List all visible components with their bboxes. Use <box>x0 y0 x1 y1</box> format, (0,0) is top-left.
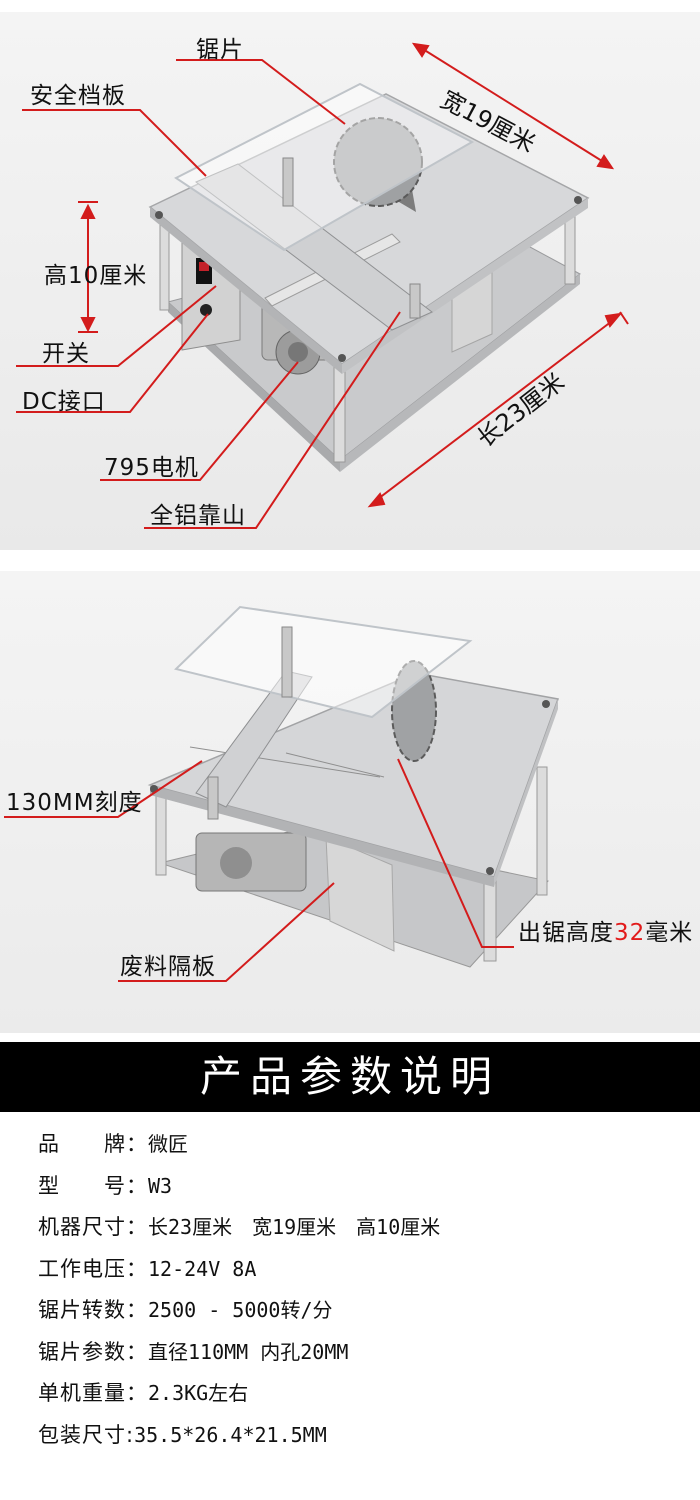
callout-lines-top <box>16 59 401 529</box>
spec-row-package-size: 包装尺寸:35.5*26.4*21.5MM <box>38 1422 327 1447</box>
spec-row-model: 型 号：W3 <box>38 1173 173 1198</box>
waste-divider-label: 废料隔板 <box>120 954 216 980</box>
safety-guard-label: 安全档板 <box>30 83 126 109</box>
spec-row-blade-params: 锯片参数：直径110MM 内孔20MM <box>38 1339 349 1364</box>
dc-port-label: DC接口 <box>22 389 106 415</box>
dimension-arrows-top <box>78 42 629 508</box>
cut-height-value: 32 <box>614 920 646 946</box>
scale-label: 130MM刻度 <box>6 790 143 816</box>
height-label: 高10厘米 <box>44 263 148 289</box>
fence-label: 全铝靠山 <box>150 503 246 529</box>
product-photo-top: 锯片 安全档板 高10厘米 开关 DC接口 795电机 全铝靠山 宽19厘米 长… <box>0 12 700 550</box>
table-saw-illustration-bottom <box>4 605 560 982</box>
spec-row-voltage: 工作电压：12-24V 8A <box>38 1256 257 1281</box>
spec-row-blade-speed: 锯片转数：2500 - 5000转/分 <box>38 1298 333 1322</box>
spec-row-brand: 品 牌：微匠 <box>38 1132 188 1156</box>
motor-label: 795电机 <box>104 455 199 481</box>
cut-height-label: 出锯高度32毫米 <box>518 920 694 946</box>
spec-row-dimensions: 机器尺寸：长23厘米 宽19厘米 高10厘米 <box>38 1215 441 1239</box>
switch-label: 开关 <box>42 341 90 367</box>
spec-title: 产品参数说明 <box>199 1052 500 1101</box>
spec-title-banner: 产品参数说明 <box>0 1042 700 1112</box>
product-photo-bottom: 130MM刻度 出锯高度32毫米 废料隔板 <box>0 571 700 1033</box>
spec-row-weight: 单机重量：2.3KG左右 <box>38 1381 249 1405</box>
spec-list: 品 牌：微匠 型 号：W3 机器尺寸：长23厘米 宽19厘米 高10厘米 工作电… <box>38 1124 440 1456</box>
table-saw-illustration-top <box>16 42 629 529</box>
callout-lines-bottom <box>4 758 514 982</box>
blade-label: 锯片 <box>196 37 244 63</box>
